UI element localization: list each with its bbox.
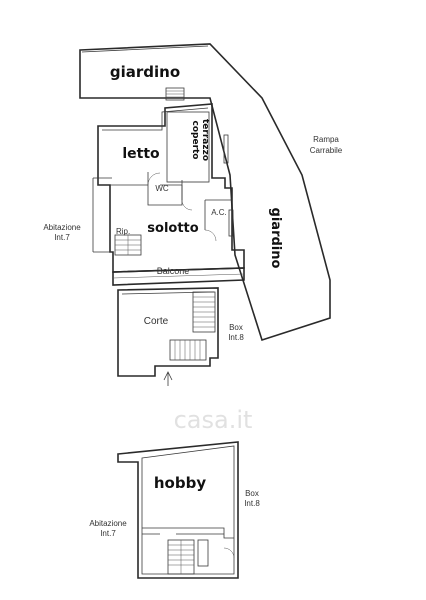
garden-inner-edge — [81, 45, 209, 53]
label-abitazione-upper: Abitazione — [43, 223, 81, 232]
door-swing — [147, 172, 161, 186]
label-int7-upper: Int.7 — [54, 233, 70, 242]
room-label-giardino-right: giardino — [268, 208, 283, 269]
room-label-terrazzo: terrazzocoperto — [190, 119, 210, 161]
corte-stairs-lower — [169, 339, 207, 361]
ac-wall — [204, 199, 232, 230]
label-int7-lower: Int.7 — [100, 529, 116, 538]
left-annex-wall — [92, 177, 112, 253]
label-carrabile: Carrabile — [310, 146, 343, 155]
room-label-corte: Corte — [144, 316, 169, 327]
balcone-wall — [112, 267, 245, 286]
apartment-outer-wall — [97, 103, 245, 273]
room-label-hobby: hobby — [154, 474, 206, 492]
door-swing — [204, 229, 217, 242]
entrance-arrow-icon — [163, 371, 173, 386]
apartment-inner-wall — [102, 107, 209, 131]
facade-windows — [223, 134, 234, 237]
interior-stairs — [114, 234, 142, 256]
watermark: casa.it — [174, 406, 253, 434]
hobby-inner-wall — [141, 445, 235, 575]
room-label-giardino-top: giardino — [110, 63, 180, 81]
label-box-lower: Box — [245, 489, 259, 498]
label-box-upper: Box — [229, 323, 243, 332]
label-int8-lower: Int.8 — [244, 499, 260, 508]
terrazzo-box — [166, 111, 210, 183]
room-label-letto: letto — [122, 146, 160, 162]
hobby-partition — [142, 527, 234, 539]
hobby-outer-wall — [117, 441, 239, 579]
balcone-railing — [112, 273, 245, 279]
label-int8-upper: Int.8 — [228, 333, 244, 342]
corte-wall — [117, 287, 219, 377]
lower-stairs — [167, 539, 195, 575]
lower-closet — [197, 539, 209, 567]
room-label-wc: WC — [155, 184, 169, 193]
label-rampa: Rampa — [313, 135, 339, 144]
door-swing — [181, 199, 193, 211]
wc-wall — [147, 172, 183, 206]
label-abitazione-lower: Abitazione — [89, 519, 127, 528]
corte-stairs — [192, 291, 216, 333]
bedroom-wall — [110, 180, 183, 200]
garden-outline — [79, 43, 331, 342]
garden-stairs — [165, 87, 185, 101]
room-label-rip: Rip. — [116, 227, 130, 236]
room-label-ac: A.C. — [211, 208, 227, 217]
room-label-balcone: Balcone — [157, 266, 190, 276]
room-label-soggiorno: solotto — [147, 221, 198, 236]
door-swing — [223, 547, 235, 559]
